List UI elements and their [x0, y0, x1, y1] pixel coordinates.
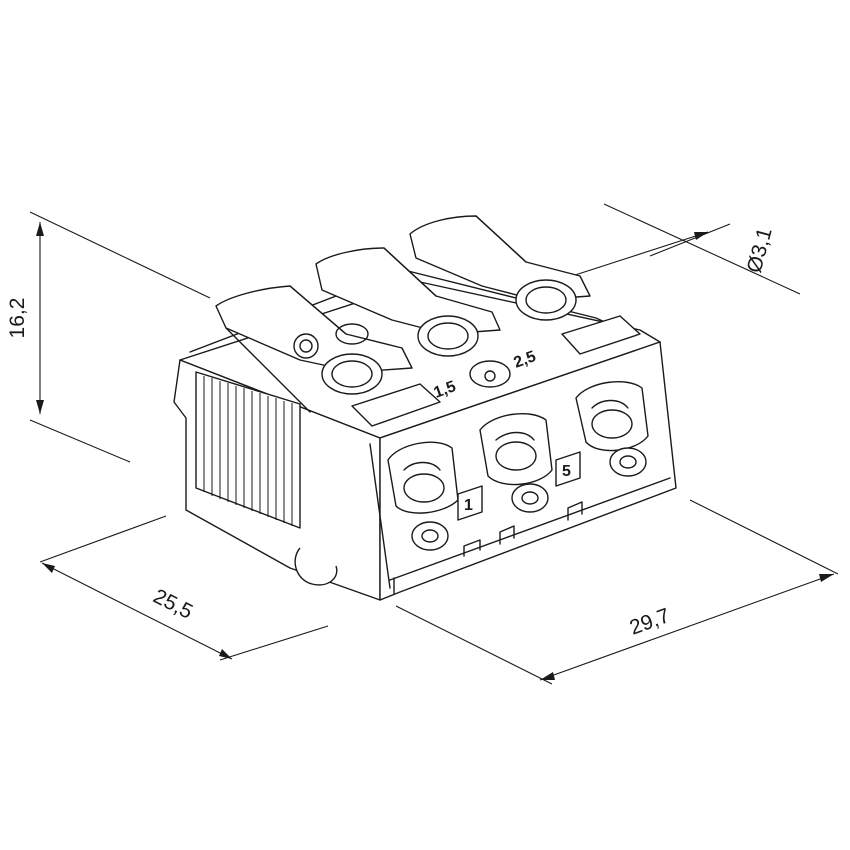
lever-left[interactable]: [215, 285, 413, 413]
dimension-height: 16,2: [6, 211, 211, 463]
port-numbers: 1 5: [464, 463, 571, 514]
front-ports: [387, 381, 649, 514]
top-slots: [351, 315, 641, 427]
dimension-depth-label: 25,5: [150, 585, 197, 624]
dimension-height-label: 16,2: [6, 298, 29, 339]
dimension-hole-label: Ø3,1: [743, 225, 777, 275]
gauge-markings: 1,5 2,5: [432, 348, 539, 402]
dimension-hole: Ø3,1: [571, 203, 801, 295]
lower-holes: [411, 447, 647, 557]
gauge-small-label: 1,5: [432, 378, 459, 402]
gauge-large-label: 2,5: [512, 348, 539, 372]
top-holes: [293, 279, 577, 395]
port-5-label: 5: [562, 463, 571, 480]
port-1-label: 1: [464, 497, 473, 514]
side-ribs: [195, 371, 338, 586]
